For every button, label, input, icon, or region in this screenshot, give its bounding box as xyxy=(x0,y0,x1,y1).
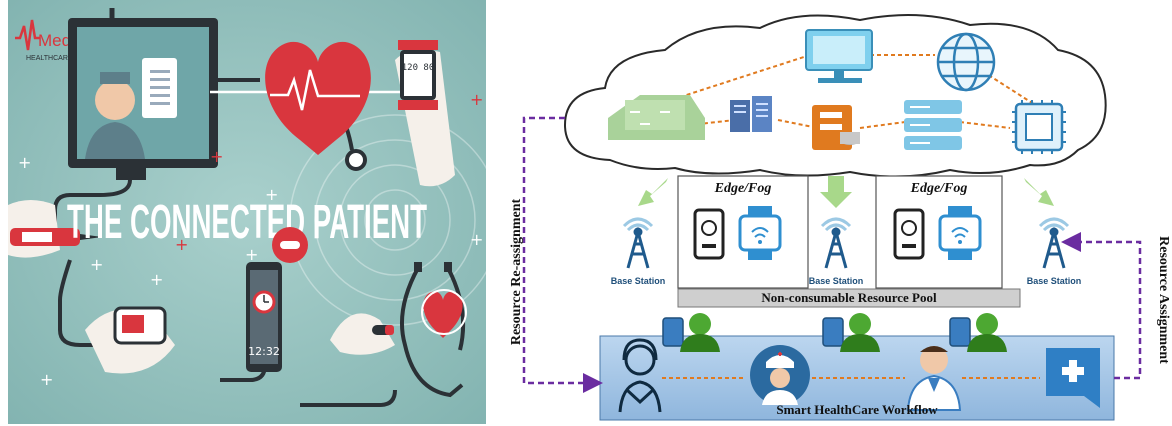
svg-text:+: + xyxy=(18,153,31,172)
base-station-label-3: Base Station xyxy=(1027,276,1082,286)
svg-text:+: + xyxy=(90,255,103,274)
smartwatch-icon xyxy=(938,206,982,260)
svg-text:+: + xyxy=(175,235,188,254)
svg-text:+: + xyxy=(470,90,483,109)
edge-fog-node-2: Edge/Fog xyxy=(875,175,1003,289)
globe-icon xyxy=(936,32,996,92)
smartphone-clock: 12:32 xyxy=(246,262,282,372)
headline: THE CONNECTED PATIENT xyxy=(67,196,427,249)
patient-avatar-icon xyxy=(822,313,880,352)
svg-text:+: + xyxy=(150,270,163,289)
doctor-icon xyxy=(906,346,962,411)
edge-fog-label-2: Edge/Fog xyxy=(910,181,968,196)
database-server-icon xyxy=(730,96,772,132)
workflow-label: Smart HealthCare Workflow xyxy=(776,402,938,417)
smartwatch-wrist: 120 80 xyxy=(395,40,455,187)
smartwatch-icon xyxy=(738,206,782,260)
base-station-label-2: Base Station xyxy=(809,276,864,286)
cloud-server-icon xyxy=(608,95,705,140)
svg-text:+: + xyxy=(245,245,258,264)
support-agent-icon xyxy=(618,338,662,413)
svg-text:+: + xyxy=(40,370,53,389)
telehealth-monitor xyxy=(68,8,218,180)
down-arrows xyxy=(638,176,1054,208)
tower-icon xyxy=(622,217,654,269)
svg-text:+: + xyxy=(470,230,483,249)
thermometer-hand xyxy=(8,200,102,258)
cpu-chip-icon xyxy=(1012,100,1066,154)
signal-rings xyxy=(289,114,501,326)
stethoscope-heart xyxy=(399,262,467,398)
monitor-icon xyxy=(805,29,873,83)
nurse-icon xyxy=(750,345,810,405)
brand-sub: HEALTHCARE xyxy=(26,55,73,62)
medical-cross-icon xyxy=(1046,348,1100,408)
edge-fog-label-1: Edge/Fog xyxy=(714,181,772,196)
tower-icon xyxy=(820,217,852,269)
doctor-body-icon xyxy=(85,122,145,159)
resource-assignment-label: Resource Assignment xyxy=(1156,236,1171,364)
doctor-head-icon xyxy=(95,80,135,120)
small-heart-icon xyxy=(423,291,463,338)
phone-time: 12:32 xyxy=(248,345,280,358)
resource-pool-label: Non-consumable Resource Pool xyxy=(761,290,937,305)
edge-fog-node-1: Edge/Fog xyxy=(677,175,809,289)
phone-icon xyxy=(893,208,925,260)
reassignment-arrow xyxy=(522,116,603,393)
stethoscope-chestpiece-icon xyxy=(345,149,367,171)
heart-icon xyxy=(265,41,371,155)
svg-text:+: + xyxy=(210,147,223,166)
watch-reading: 120 80 xyxy=(402,63,435,73)
patient-avatar-icon xyxy=(949,313,1007,352)
server-list-icon xyxy=(904,100,962,150)
patient-avatar-icon xyxy=(662,313,720,352)
fog-healthcare-architecture: Edge/Fog Edge/Fog xyxy=(509,14,1171,421)
base-station-label-1: Base Station xyxy=(611,276,666,286)
assignment-arrow xyxy=(1061,232,1142,380)
resource-reassignment-label: Resource Re-assignment xyxy=(509,199,524,346)
resource-pool-bar xyxy=(677,288,1021,308)
hand-pill xyxy=(330,313,395,355)
phone-icon xyxy=(693,208,725,260)
glucometer-hand xyxy=(85,306,175,374)
tower-icon xyxy=(1038,217,1070,269)
svg-text:+: + xyxy=(265,185,278,204)
connected-patient-illustration: MedTel HEALTHCARE xyxy=(8,0,501,424)
server-rack-icon xyxy=(812,105,860,150)
